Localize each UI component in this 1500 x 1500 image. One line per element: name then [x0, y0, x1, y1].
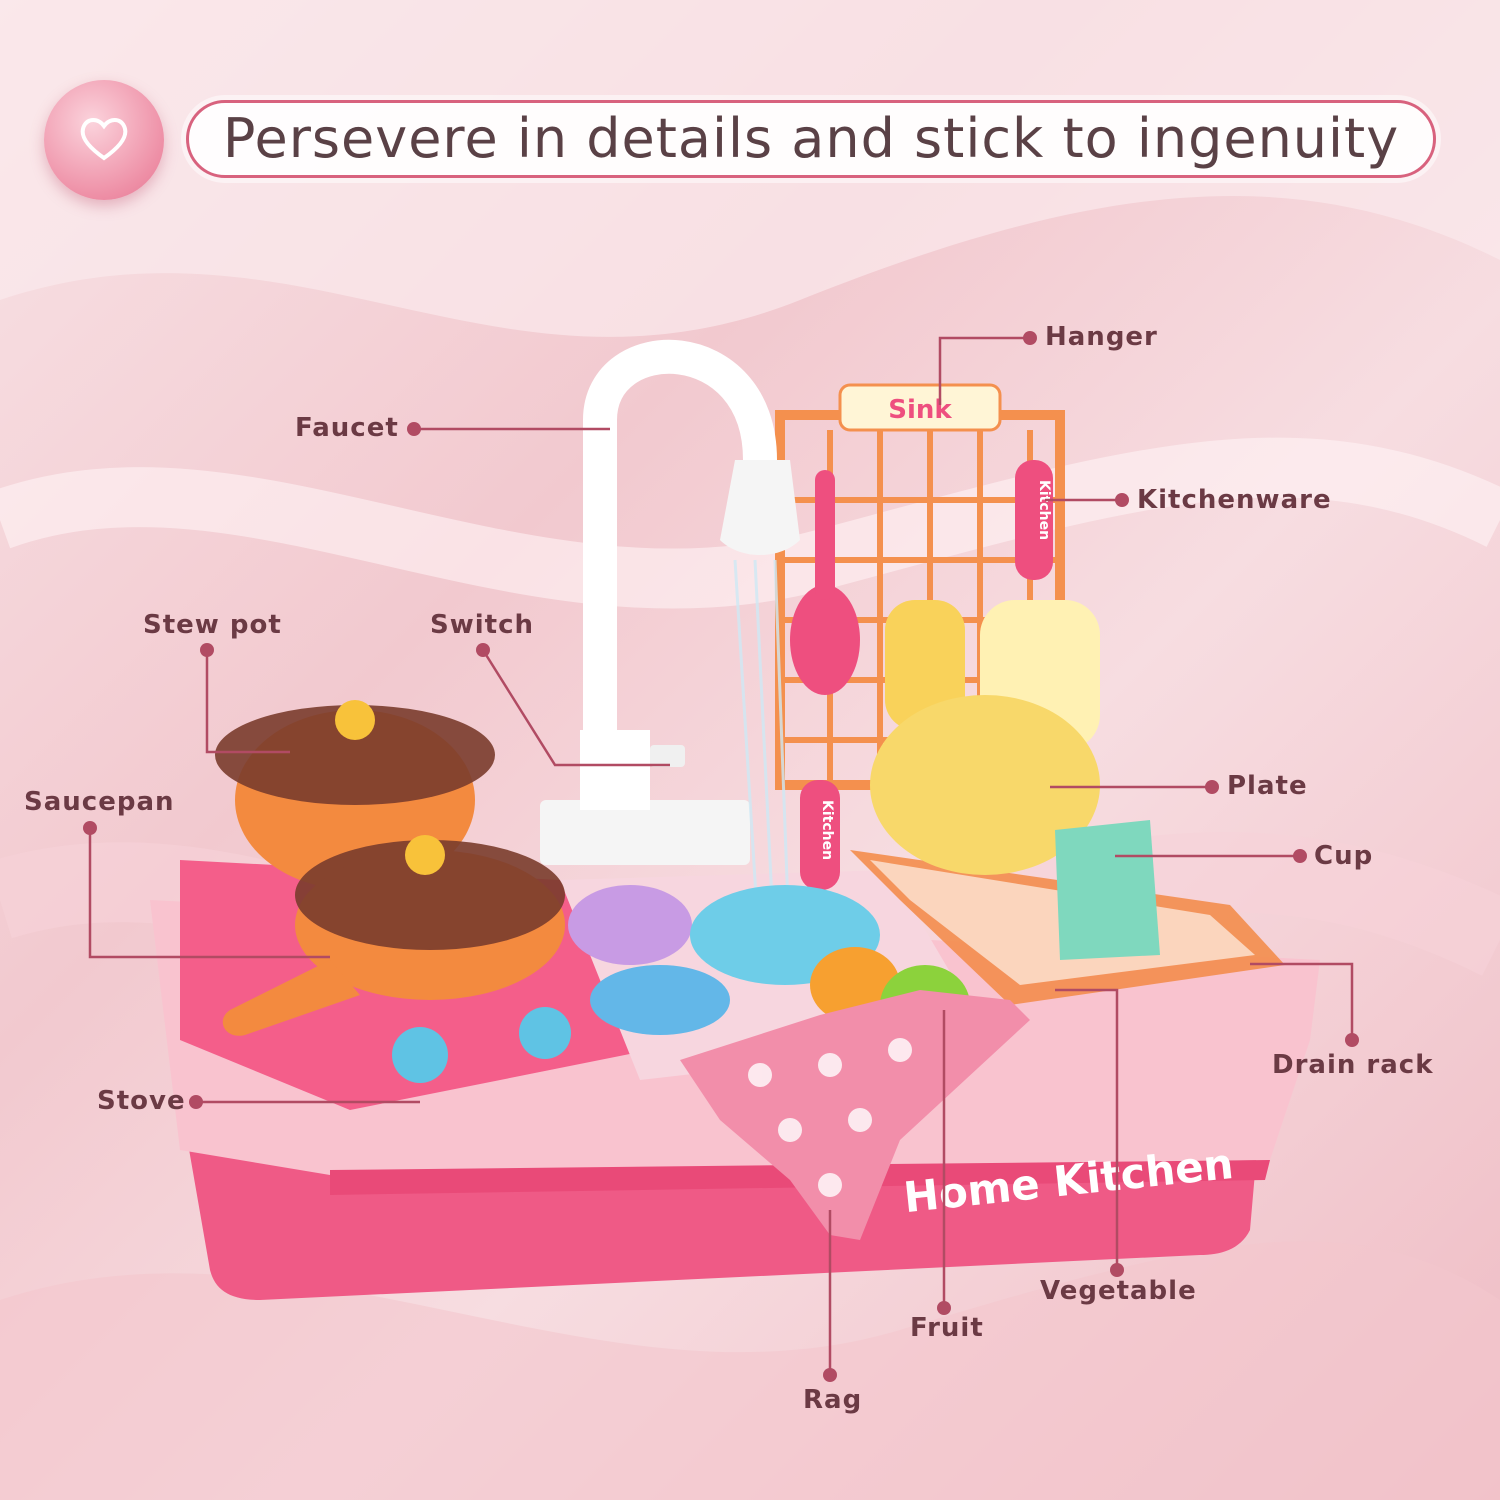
sink-sign-text: Sink — [888, 395, 952, 425]
purple-cup — [568, 885, 692, 965]
heart-badge-icon — [44, 80, 164, 200]
label-cup: Cup — [1314, 841, 1374, 871]
svg-text:Kitchen: Kitchen — [1036, 480, 1052, 540]
vegetable-leader-line — [1055, 988, 1119, 1270]
label-saucepan: Saucepan — [24, 787, 175, 817]
hanger-leader-line — [938, 336, 1030, 405]
saucepan-handle — [222, 960, 360, 1036]
stew-pot-leader-line — [205, 650, 290, 754]
spoon-head — [790, 585, 860, 695]
stove-knob-right — [519, 1007, 571, 1059]
label-stove: Stove — [97, 1086, 186, 1116]
label-rag: Rag — [803, 1385, 863, 1415]
faucet-pipe — [583, 339, 777, 777]
blue-plate — [590, 965, 730, 1035]
stew-pot-lid — [215, 705, 495, 805]
label-faucet: Faucet — [295, 413, 399, 443]
sink-sign-board — [838, 383, 1002, 432]
faucet-base — [540, 800, 750, 865]
switch-leader-line — [481, 649, 670, 767]
header-title: Persevere in details and stick to ingenu… — [222, 107, 1400, 170]
label-fruit: Fruit — [910, 1313, 984, 1343]
label-drain-rack: Drain rack — [1272, 1050, 1434, 1080]
label-kitchenware: Kitchenware — [1137, 485, 1332, 515]
drain-rack-leader-line — [1250, 962, 1354, 1040]
faucet-switch — [650, 745, 685, 767]
kitchen-utensil — [1015, 460, 1053, 580]
saucepan-leader-line — [88, 828, 330, 959]
label-hanger: Hanger — [1045, 322, 1158, 352]
svg-text:Kitchen: Kitchen — [819, 800, 835, 860]
saucepan-lid — [295, 840, 565, 950]
stove-knob-left — [392, 1027, 448, 1083]
kitchen-spoon — [800, 780, 840, 890]
cup — [1055, 820, 1160, 960]
sponge — [885, 600, 965, 730]
plate — [870, 695, 1100, 875]
header-banner: Persevere in details and stick to ingenu… — [186, 100, 1436, 178]
label-plate: Plate — [1227, 771, 1308, 801]
label-switch: Switch — [430, 610, 535, 640]
label-stew-pot: Stew pot — [143, 610, 282, 640]
label-vegetable: Vegetable — [1040, 1276, 1197, 1306]
